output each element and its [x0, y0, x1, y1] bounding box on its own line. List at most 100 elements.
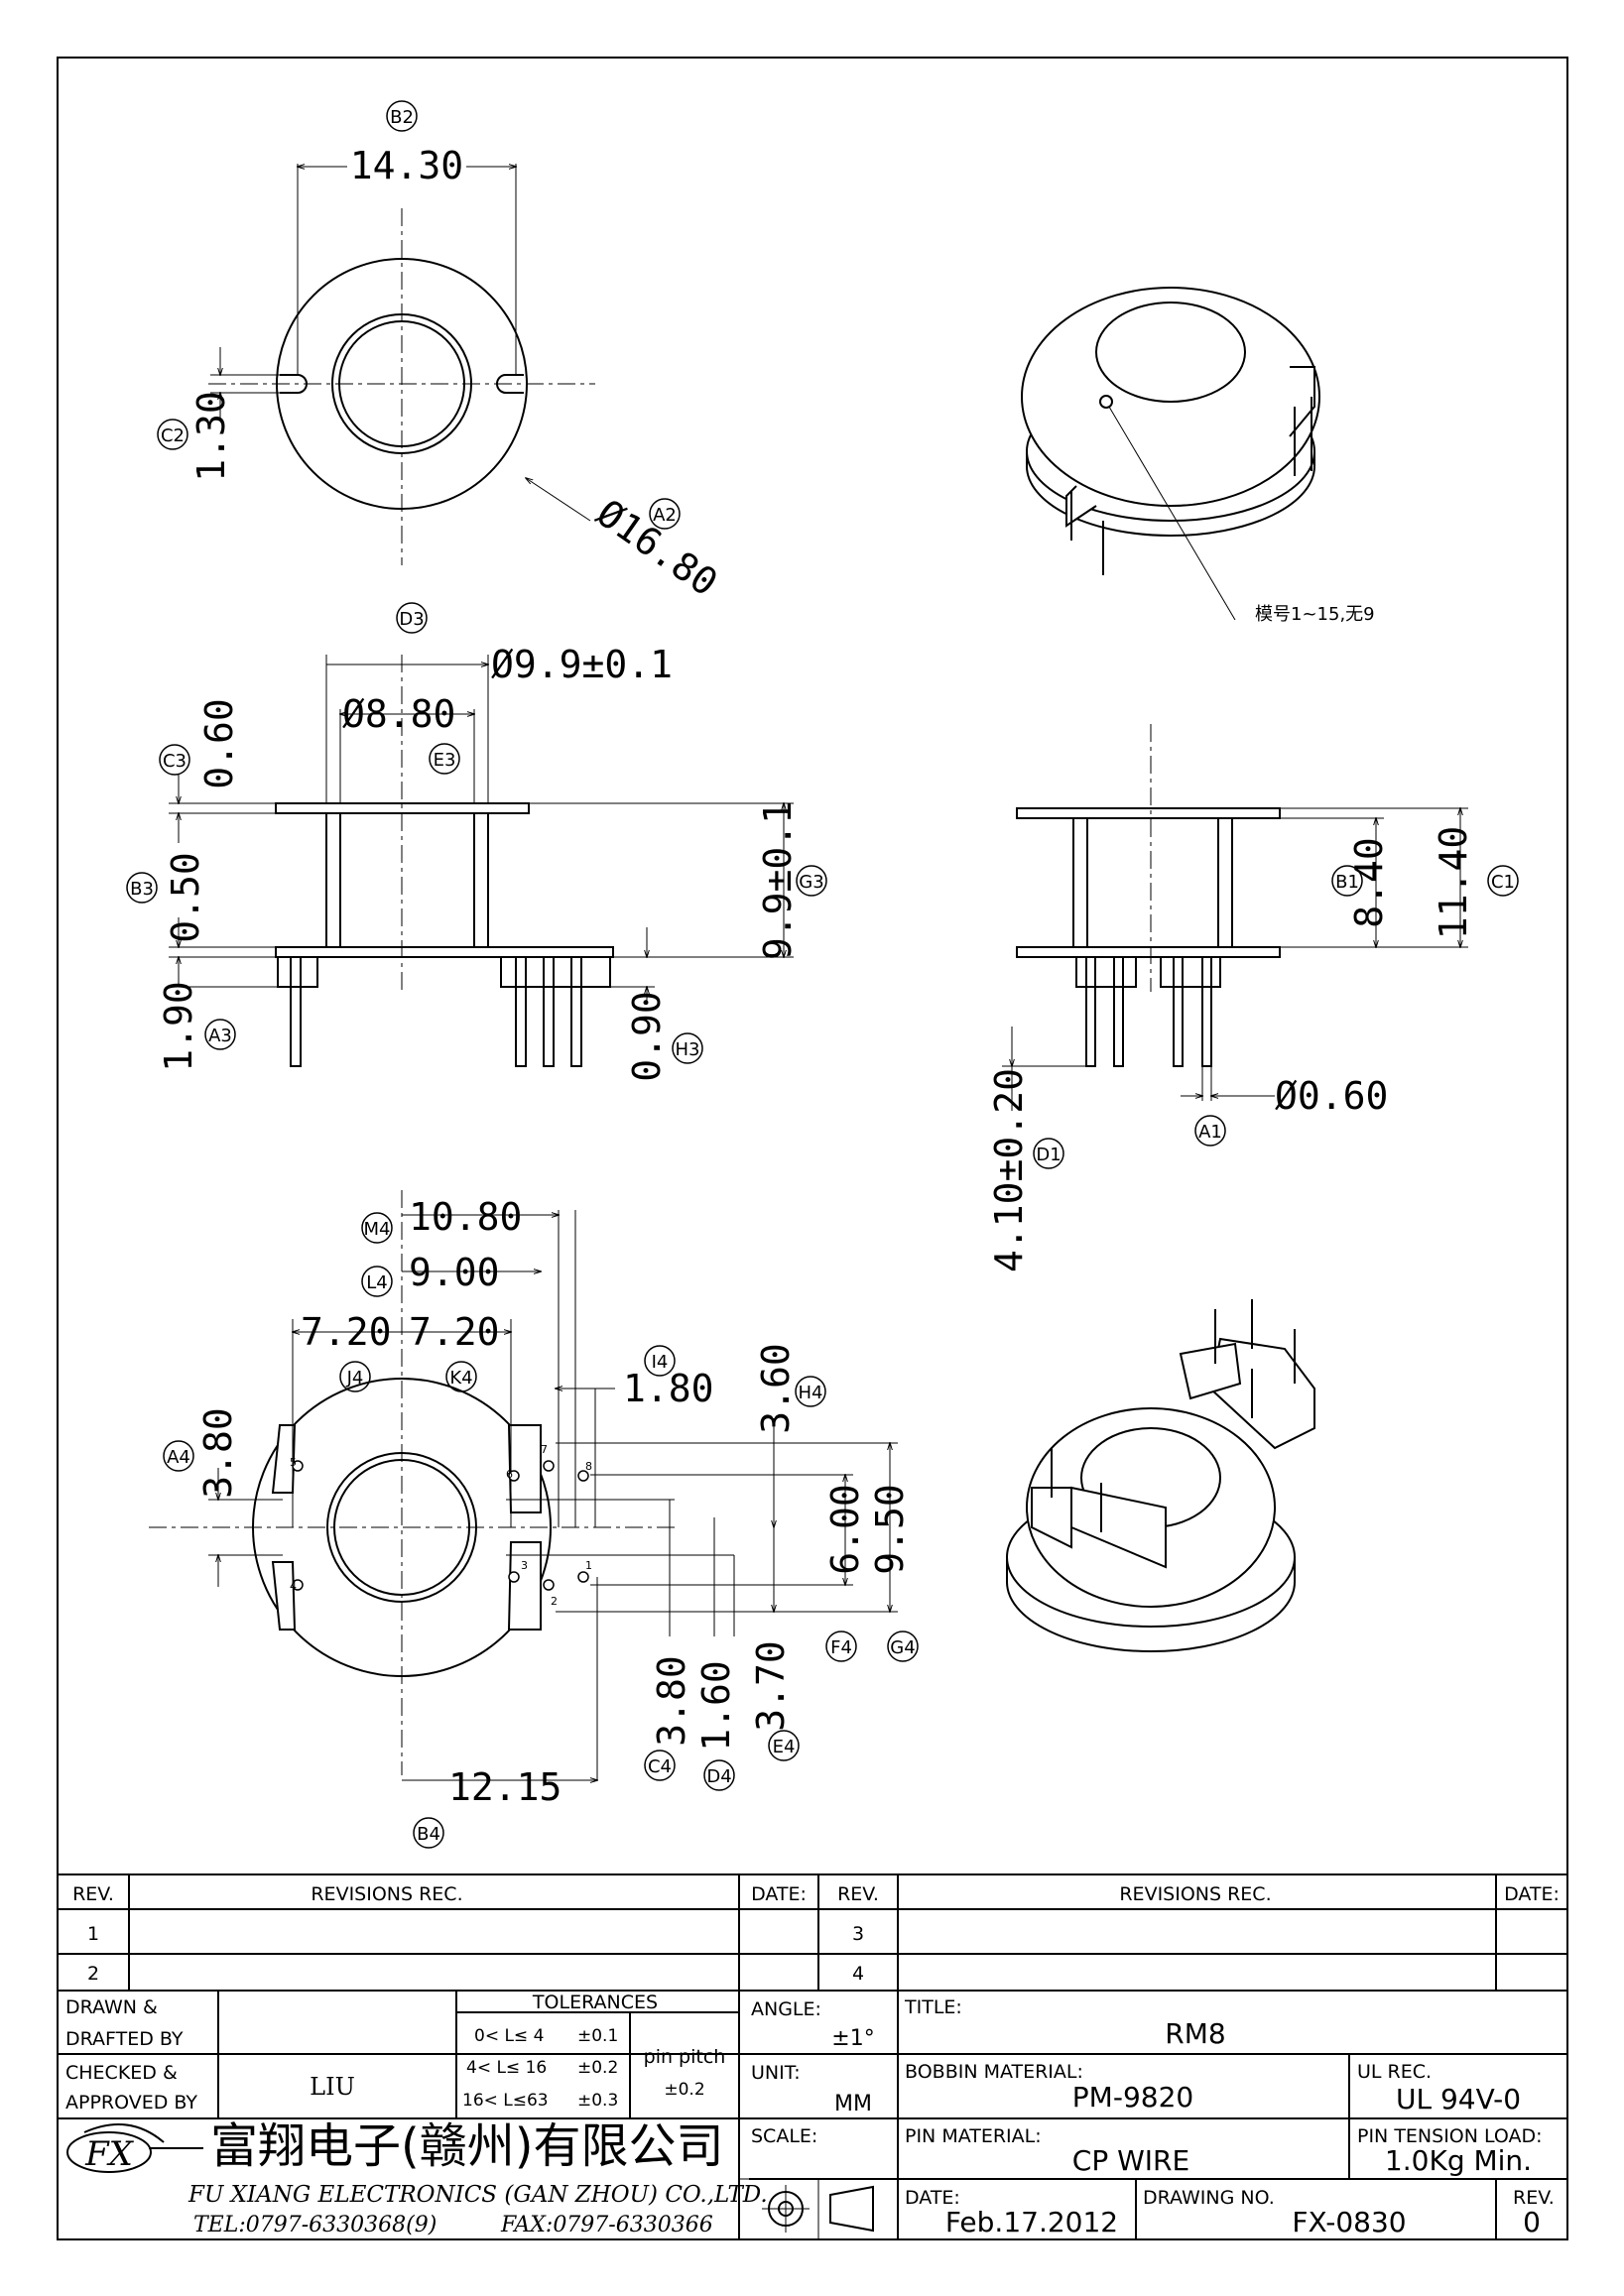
tag-J4: J4	[346, 1368, 364, 1389]
dim-H4: 3.60	[754, 1343, 798, 1434]
company-logo-icon: FX	[66, 2123, 165, 2174]
tag-E3: E3	[434, 750, 456, 771]
pin-pitch-label: pin pitch	[644, 2046, 726, 2068]
rev-header-right: REV.	[837, 1883, 879, 1905]
tag-C3: C3	[163, 751, 187, 772]
mold-note: 模号1~15,无9	[1255, 604, 1375, 625]
dim-E4: 3.70	[749, 1640, 793, 1732]
pin-pitch-tol: ±0.2	[664, 2080, 704, 2100]
tag-H4: H4	[799, 1383, 823, 1403]
tol-value-3: ±0.3	[577, 2091, 618, 2111]
svg-text:3: 3	[521, 1559, 528, 1572]
tag-G3: G3	[799, 872, 823, 893]
front-view	[169, 655, 794, 1067]
tag-L4: L4	[366, 1272, 387, 1293]
tag-I4: I4	[652, 1352, 669, 1373]
bobbin-value: PM-9820	[1072, 2081, 1193, 2114]
tag-A2: A2	[653, 505, 677, 526]
company-tel: TEL:0797-6330368(9)	[193, 2213, 437, 2237]
rev-value: 0	[1523, 2206, 1541, 2238]
revisions-header-right: REVISIONS REC.	[1119, 1883, 1271, 1905]
tolerances-header: TOLERANCES	[532, 1992, 658, 2013]
tol-value-2: ±0.2	[577, 2058, 618, 2078]
dim-E3: Ø8.80	[342, 692, 455, 736]
pin-tension-value: 1.0Kg Min.	[1385, 2144, 1532, 2177]
bottom-flange	[275, 946, 614, 958]
company-name-cn: 富翔电子(赣州)有限公司	[210, 2118, 723, 2174]
tag-D1: D1	[1036, 1145, 1061, 1165]
dim-C1: 11.40	[1432, 826, 1475, 939]
dim-C2: 1.30	[189, 391, 233, 482]
dim-D3: Ø9.9±0.1	[491, 643, 673, 686]
date-label: DATE:	[905, 2187, 960, 2209]
tag-A1: A1	[1198, 1122, 1222, 1143]
tag-C2: C2	[161, 425, 185, 446]
revisions-header-left: REVISIONS REC.	[311, 1883, 462, 1905]
tag-H3: H3	[676, 1039, 700, 1060]
dim-B1: 8.40	[1347, 837, 1391, 928]
pin-material-value: CP WIRE	[1072, 2144, 1189, 2177]
pin-base-right	[500, 956, 611, 988]
svg-text:FX: FX	[84, 2134, 135, 2174]
bottom-view-labels: M4 10.80 L4 9.00 7.20 7.20 J4 K4 I4 1.80…	[163, 1195, 919, 1849]
pin-numbers: 5 4 6 7 8 3 1 2	[290, 1443, 592, 1608]
tag-A3: A3	[208, 1026, 232, 1046]
title-label: TITLE:	[904, 1996, 962, 2018]
pin-f4	[570, 956, 582, 1067]
sheet-border	[57, 57, 1568, 2240]
rev-header-left: REV.	[72, 1883, 114, 1905]
svg-text:7: 7	[541, 1443, 548, 1456]
tag-C4: C4	[648, 1756, 672, 1777]
tol-range-2: 4< L≤ 16	[466, 2058, 547, 2078]
side-view-labels: B1 8.40 C1 11.40 A1 Ø0.60 D1 4.10±0.20	[987, 826, 1519, 1272]
svg-text:4: 4	[290, 1580, 297, 1593]
tag-K4: K4	[449, 1368, 472, 1389]
dim-I4: 1.80	[623, 1367, 714, 1410]
tag-D3: D3	[399, 609, 424, 630]
projection-symbol-icon	[762, 2185, 874, 2233]
tag-B4: B4	[417, 1824, 440, 1845]
svg-text:6: 6	[506, 1468, 513, 1481]
tag-B1: B1	[1335, 872, 1359, 893]
ul-value: UL 94V-0	[1396, 2083, 1521, 2115]
pin-f2	[515, 956, 527, 1067]
dim-B2: 14.30	[350, 144, 463, 187]
tag-E4: E4	[773, 1737, 796, 1757]
front-view-labels: D3 Ø9.9±0.1 Ø8.80 E3 C3 0.60 B3 0.50 G3 …	[126, 602, 827, 1082]
rev-label: REV.	[1513, 2187, 1555, 2209]
dim-M4: 10.80	[409, 1195, 522, 1239]
tag-B2: B2	[390, 107, 414, 128]
pin-f1	[290, 956, 302, 1067]
bobbin-label: BOBBIN MATERIAL:	[905, 2061, 1083, 2083]
date-header-right: DATE:	[1504, 1883, 1560, 1905]
tag-D4: D4	[706, 1766, 731, 1787]
title-block-text: REV. REVISIONS REC. DATE: REV. REVISIONS…	[65, 1883, 1560, 2238]
svg-text:1: 1	[585, 1559, 592, 1572]
title-value: RM8	[1165, 2017, 1225, 2050]
svg-text:5: 5	[290, 1456, 297, 1469]
dim-G3: 9.9±0.1	[756, 801, 800, 960]
dim-K4: 7.20	[409, 1310, 500, 1354]
dim-D4: 1.60	[694, 1660, 738, 1752]
dim-A1: Ø0.60	[1275, 1074, 1388, 1118]
tag-B3: B3	[130, 879, 154, 900]
pin-base-left	[277, 956, 318, 988]
rev-row-4: 4	[852, 1963, 864, 1985]
rev-row-3: 3	[852, 1923, 864, 1945]
dim-F4: 6.00	[823, 1484, 867, 1575]
dim-D1: 4.10±0.20	[987, 1068, 1031, 1272]
approved-label: APPROVED BY	[65, 2092, 197, 2114]
unit-label: UNIT:	[751, 2062, 801, 2084]
pin-material-label: PIN MATERIAL:	[905, 2125, 1042, 2147]
unit-value: MM	[834, 2092, 872, 2116]
drawn-label: DRAWN &	[65, 1996, 158, 2018]
title-block	[58, 1873, 1567, 2239]
top-view-labels: B2 14.30 C2 1.30 A2 Ø16.80	[157, 100, 725, 605]
svg-text:2: 2	[551, 1595, 558, 1608]
rev-row-1: 1	[87, 1923, 99, 1945]
iso-view-top	[1021, 287, 1320, 621]
date-header-left: DATE:	[751, 1883, 807, 1905]
tol-value-1: ±0.1	[577, 2026, 618, 2046]
tag-M4: M4	[364, 1219, 391, 1240]
